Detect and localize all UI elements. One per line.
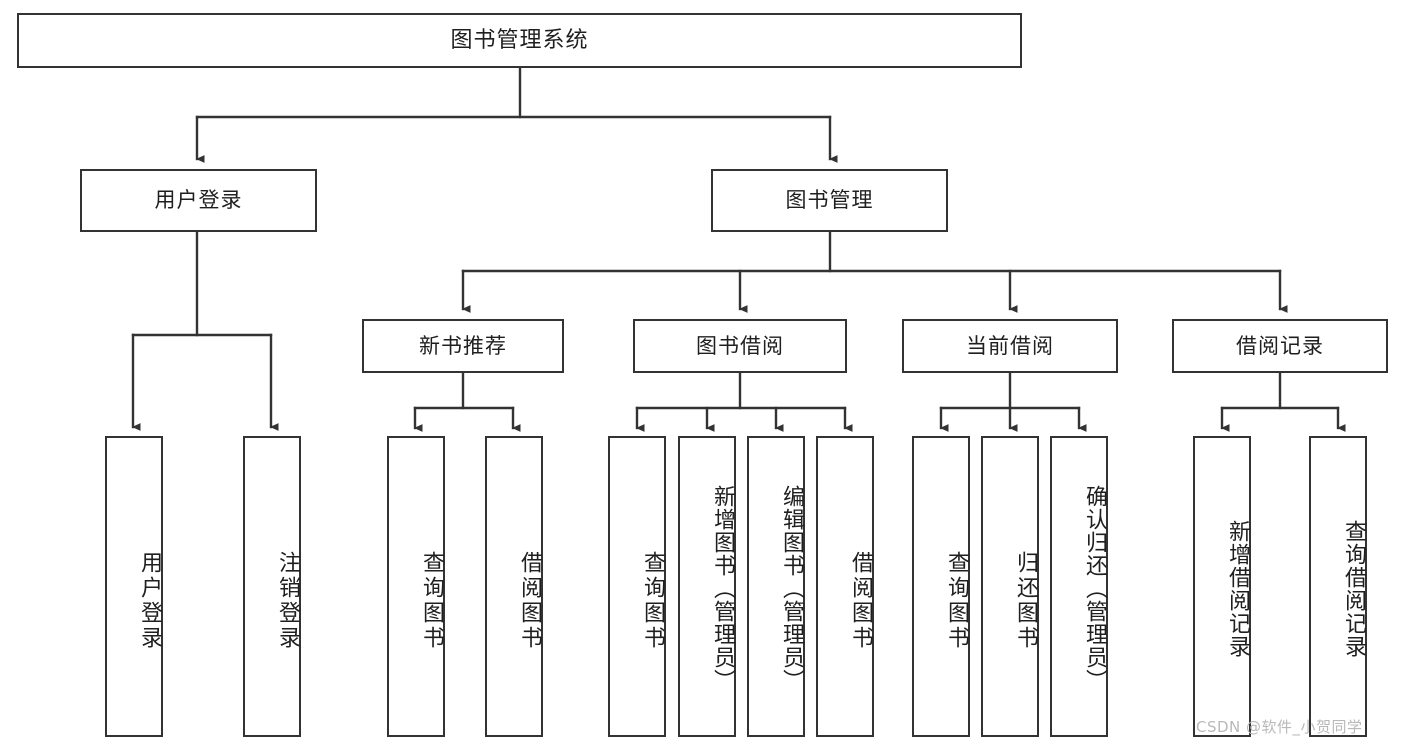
leaf-book-borrow-query[interactable]: 查询图书 — [608, 436, 666, 737]
node-book-management[interactable]: 图书管理 — [711, 169, 948, 232]
node-root-system[interactable]: 图书管理系统 — [17, 13, 1022, 68]
leaf-borrow-record-add[interactable]: 新增借阅记录 — [1193, 436, 1251, 737]
node-new-book-recommend[interactable]: 新书推荐 — [362, 319, 564, 373]
node-book-borrow[interactable]: 图书借阅 — [633, 319, 847, 373]
csdn-watermark: CSDN @软件_小贺同学 — [1196, 718, 1363, 736]
leaf-current-borrow-return[interactable]: 归还图书 — [981, 436, 1039, 737]
leaf-user-login-signin[interactable]: 用户登录 — [105, 436, 163, 737]
leaf-current-borrow-confirm-return[interactable]: 确认归还（管理员） — [1050, 436, 1108, 737]
leaf-book-borrow-edit[interactable]: 编辑图书（管理员） — [747, 436, 805, 737]
leaf-borrow-record-query[interactable]: 查询借阅记录 — [1309, 436, 1367, 737]
leaf-current-borrow-query[interactable]: 查询图书 — [912, 436, 970, 737]
leaf-user-login-signout[interactable]: 注销登录 — [243, 436, 301, 737]
node-current-borrow[interactable]: 当前借阅 — [902, 319, 1118, 373]
leaf-new-book-borrow[interactable]: 借阅图书 — [485, 436, 543, 737]
node-user-login[interactable]: 用户登录 — [80, 169, 317, 232]
leaf-new-book-query[interactable]: 查询图书 — [387, 436, 445, 737]
leaf-book-borrow-add[interactable]: 新增图书（管理员） — [678, 436, 736, 737]
node-borrow-record[interactable]: 借阅记录 — [1172, 319, 1388, 373]
leaf-book-borrow-borrow[interactable]: 借阅图书 — [816, 436, 874, 737]
